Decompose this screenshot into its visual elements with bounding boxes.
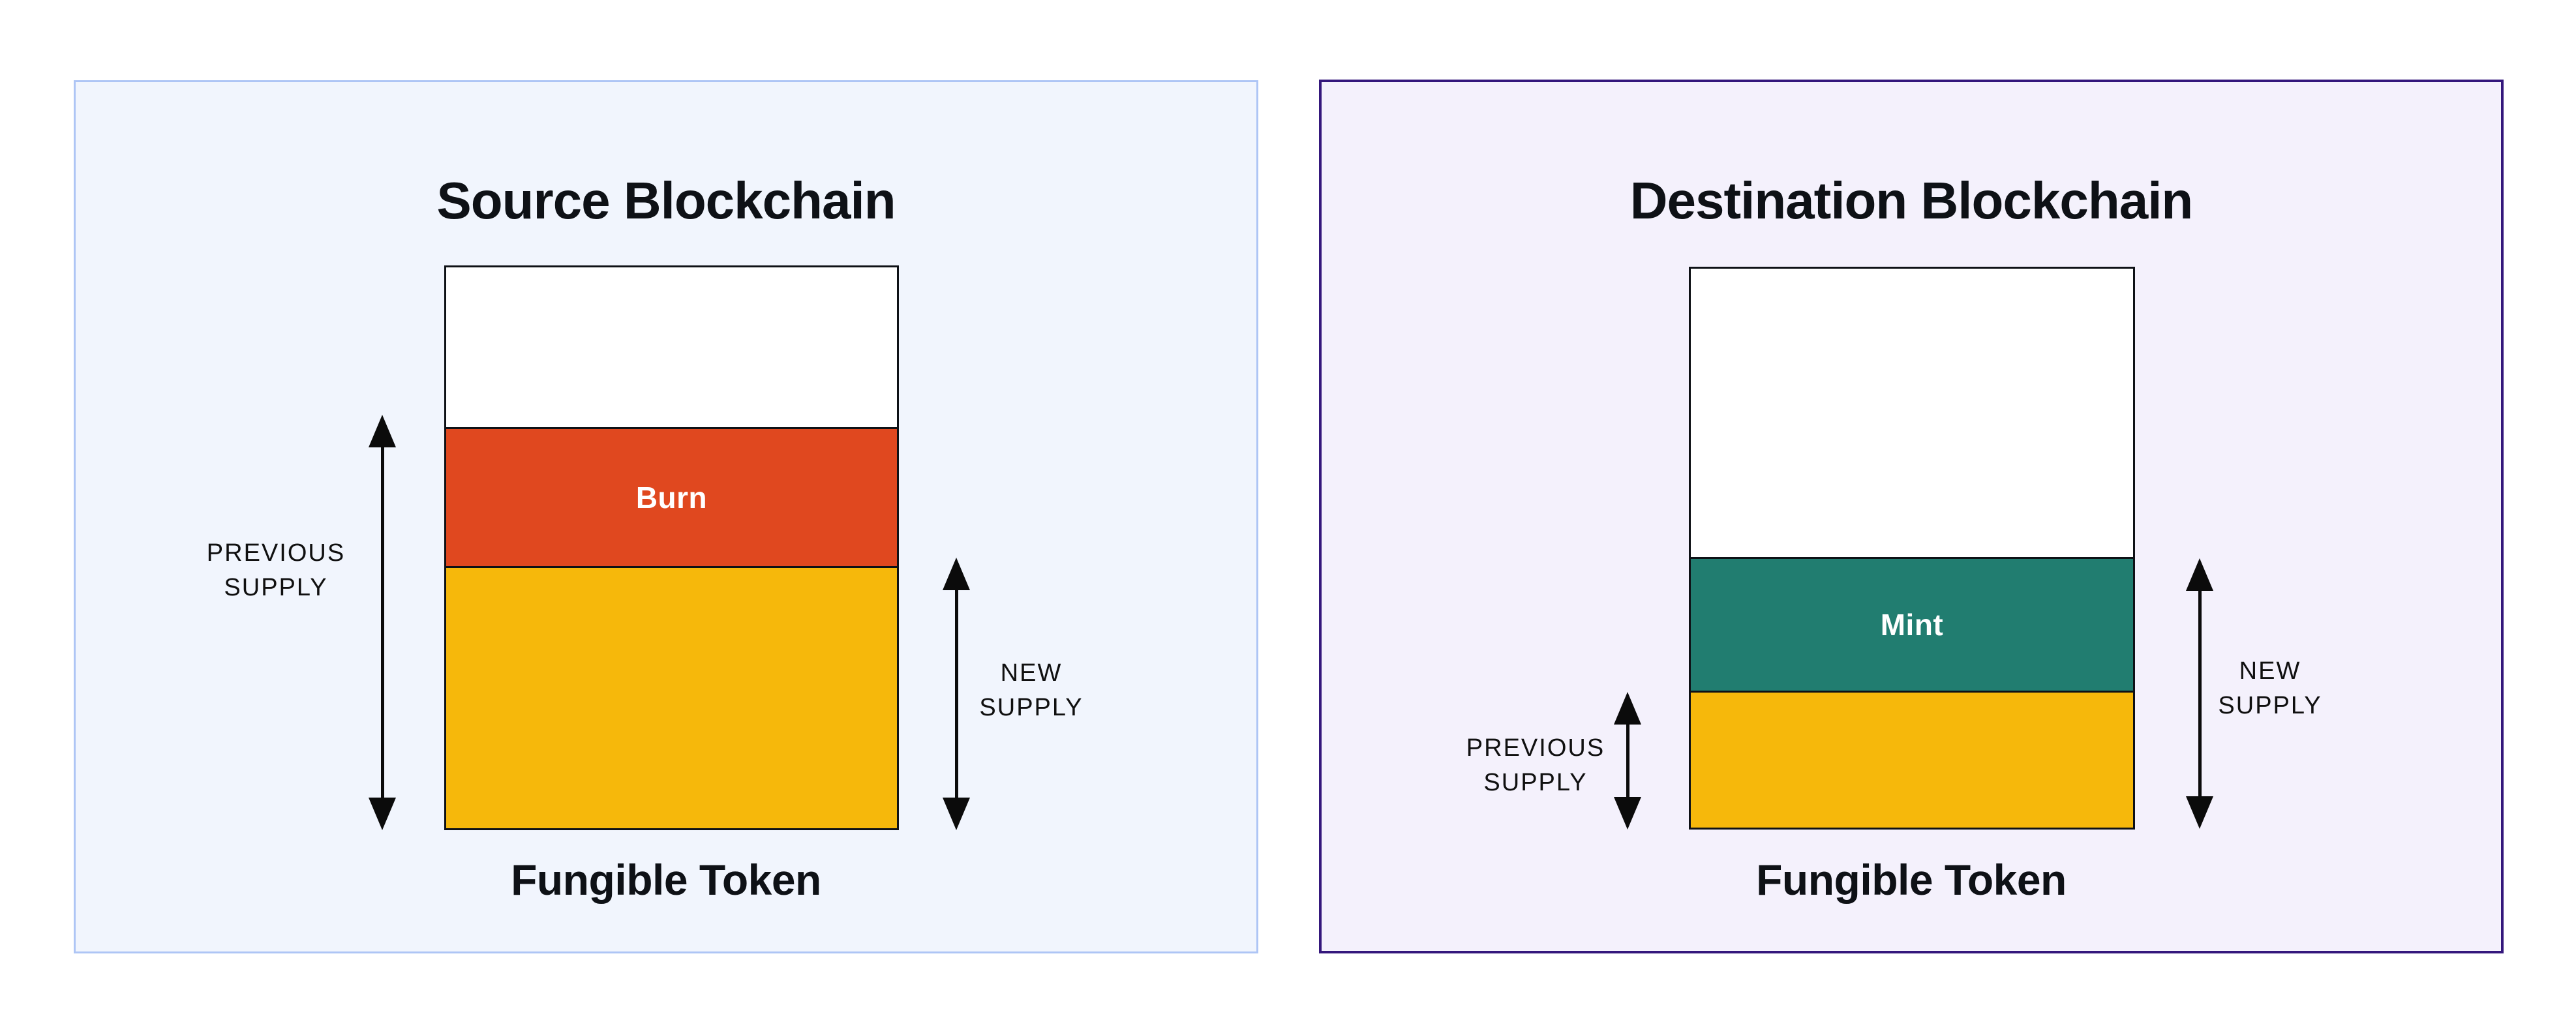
destination-blockchain-panel: Destination Blockchain Mint PREVIOUS SUP… (1319, 80, 2504, 953)
source-blockchain-panel: Source Blockchain Burn PREVIOUS SUPPLY N… (74, 80, 1258, 953)
new-supply-label: NEW SUPPLY (2218, 657, 2322, 720)
arrow-shaft (954, 585, 958, 803)
bar-segment-empty (446, 267, 897, 428)
arrowhead-up-icon (943, 558, 970, 590)
bar-segment-burn: Burn (446, 427, 897, 566)
new-supply-arrow (937, 558, 976, 830)
previous-supply-label: PREVIOUS SUPPLY (1466, 734, 1605, 797)
token-supply-bar: Burn (444, 265, 899, 830)
arrowhead-up-icon (2186, 558, 2213, 591)
bar-segment-mint: Mint (1691, 557, 2133, 691)
previous-supply-label: PREVIOUS SUPPLY (206, 539, 346, 602)
burn-label: Burn (635, 480, 708, 515)
token-caption: Fungible Token (511, 856, 821, 904)
panel-title: Destination Blockchain (1629, 171, 2194, 230)
token-supply-bar: Mint (1689, 267, 2135, 830)
new-supply-label: NEW SUPPLY (979, 659, 1083, 722)
panel-title: Source Blockchain (436, 171, 896, 230)
bar-segment-previous-supply (1691, 691, 2133, 828)
bar-segment-remaining-supply (446, 565, 897, 828)
bar-segment-empty (1691, 269, 2133, 558)
arrow-shaft (2198, 586, 2202, 801)
arrowhead-down-icon (2186, 796, 2213, 829)
new-supply-arrow (2180, 558, 2219, 829)
arrowhead-up-icon (369, 415, 396, 447)
arrowhead-down-icon (369, 798, 396, 830)
mint-label: Mint (1880, 608, 1944, 642)
previous-supply-arrow (1608, 692, 1647, 830)
arrowhead-up-icon (1614, 692, 1641, 725)
previous-supply-arrow (363, 415, 402, 830)
arrowhead-down-icon (943, 798, 970, 830)
token-caption: Fungible Token (1756, 856, 2067, 904)
arrowhead-down-icon (1614, 797, 1641, 830)
arrow-shaft (1626, 719, 1629, 802)
arrow-shaft (380, 442, 384, 803)
